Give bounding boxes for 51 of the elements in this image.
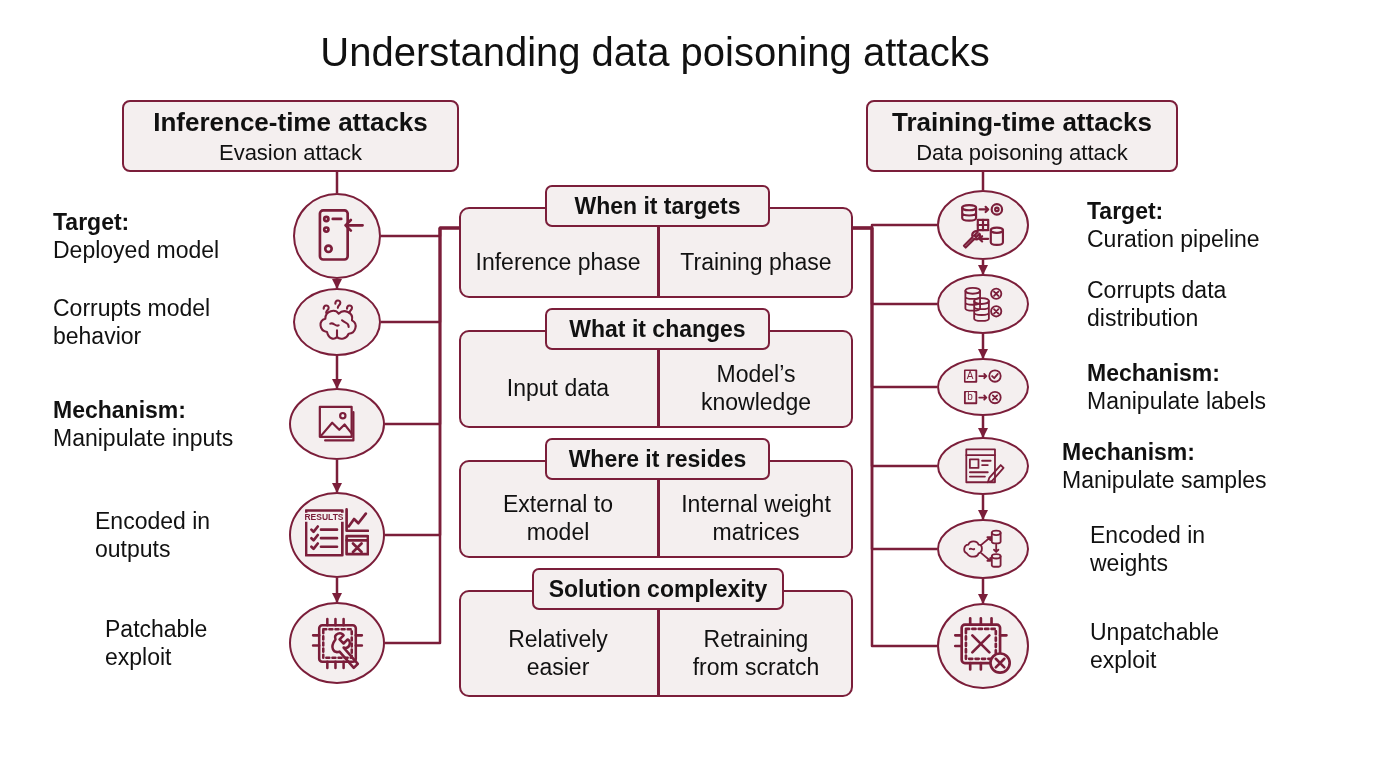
heading-text: Inference-time attacks bbox=[153, 106, 428, 138]
comparison-text: Inference phase bbox=[475, 247, 641, 276]
side-note: Curation pipeline bbox=[1087, 225, 1260, 253]
comparison-text: Relatively easier bbox=[507, 624, 609, 681]
arrow bbox=[332, 279, 342, 289]
subheading-text: Evasion attack bbox=[218, 139, 363, 166]
arrow bbox=[978, 579, 988, 604]
side-note: Deployed model bbox=[53, 236, 220, 264]
comparison-text: Training phase bbox=[680, 247, 832, 276]
diagram-title: Understanding data poisoning attacks bbox=[319, 30, 991, 75]
side-note: Manipulate inputs bbox=[53, 424, 234, 452]
arrow bbox=[332, 460, 342, 493]
arrow bbox=[978, 416, 988, 438]
comparison-text: External to model bbox=[502, 490, 614, 546]
subheading-text: Data poisoning attack bbox=[916, 139, 1128, 166]
side-note: Corrupts model behavior bbox=[53, 294, 212, 350]
side-note: Manipulate labels bbox=[1087, 387, 1266, 415]
side-note: Encoded in weights bbox=[1090, 521, 1207, 577]
connector-line bbox=[853, 226, 937, 648]
heading-text: Training-time attacks bbox=[891, 106, 1153, 138]
connector-line bbox=[335, 172, 339, 193]
side-note: Patchable exploit bbox=[105, 615, 209, 671]
card-heading: Solution complexity bbox=[532, 568, 784, 610]
arrow bbox=[332, 578, 342, 603]
side-note: Unpatchable exploit bbox=[1090, 618, 1221, 674]
arrow bbox=[978, 260, 988, 275]
side-note: Encoded in outputs bbox=[95, 507, 212, 563]
comparison-text: Retraining from scratch bbox=[691, 624, 821, 681]
note-heading: Mechanism: bbox=[1062, 438, 1195, 466]
comparison-text: Input data bbox=[506, 374, 610, 402]
icon-label: b bbox=[966, 392, 974, 402]
card-heading: When it targets bbox=[545, 185, 770, 227]
note-heading: Target: bbox=[1087, 197, 1164, 225]
arrow bbox=[332, 356, 342, 389]
icon-label: RESULTS bbox=[303, 512, 345, 522]
note-heading: Target: bbox=[53, 208, 130, 236]
connector-line bbox=[385, 226, 459, 645]
header-box bbox=[866, 100, 1178, 172]
card-heading: What it changes bbox=[545, 308, 770, 350]
arrow bbox=[978, 334, 988, 359]
icon-label: A bbox=[965, 371, 975, 381]
note-heading: Mechanism: bbox=[1087, 359, 1220, 387]
comparison-text: Internal weight matrices bbox=[680, 490, 832, 546]
card-heading: Where it resides bbox=[545, 438, 770, 480]
note-heading: Mechanism: bbox=[53, 396, 186, 424]
arrow bbox=[978, 495, 988, 520]
side-note: Manipulate samples bbox=[1062, 466, 1267, 494]
header-box bbox=[122, 100, 459, 172]
connector-line bbox=[981, 172, 985, 190]
side-note: Corrupts data distribution bbox=[1087, 276, 1228, 332]
comparison-text: Model’s knowledge bbox=[700, 360, 812, 416]
